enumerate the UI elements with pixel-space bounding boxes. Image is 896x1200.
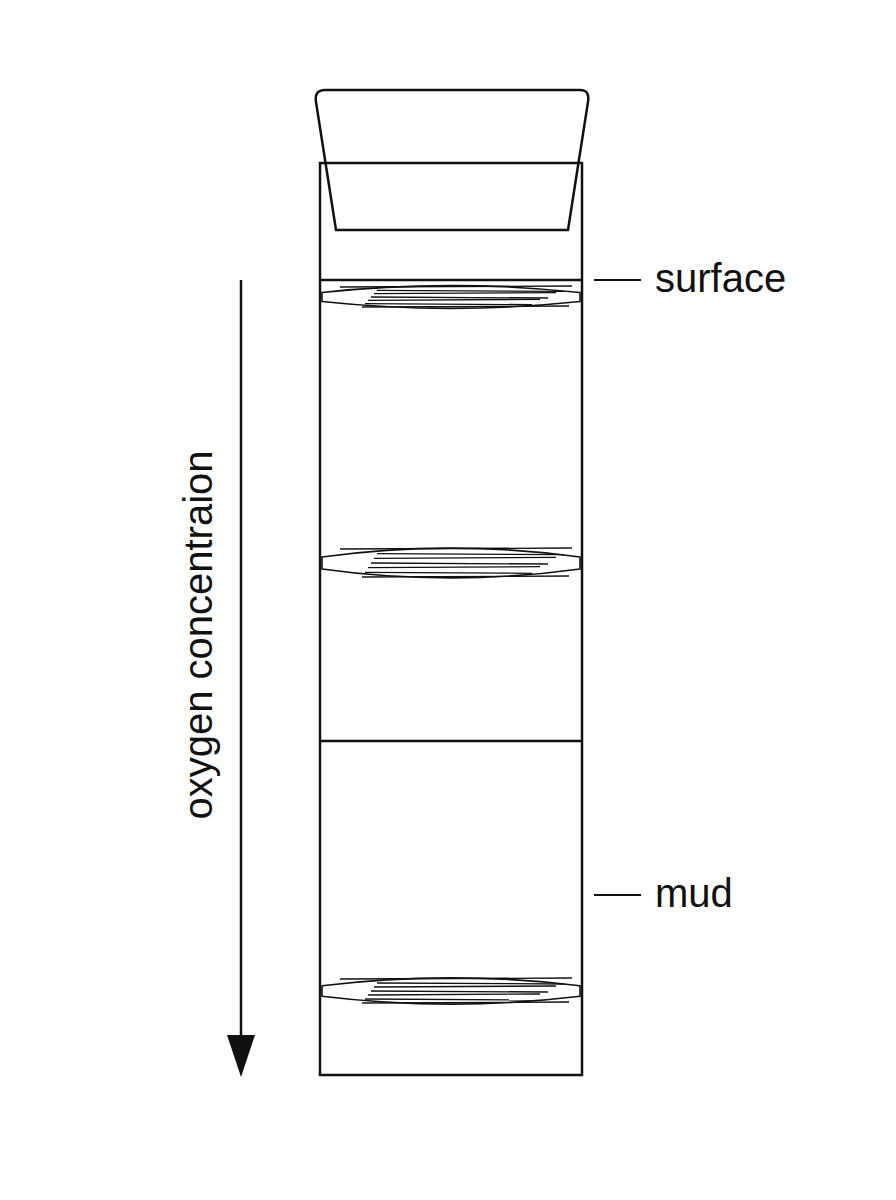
band-stroke xyxy=(374,986,556,987)
band-stroke xyxy=(365,572,532,573)
band-stroke xyxy=(374,293,556,294)
band-stroke xyxy=(362,1002,569,1003)
band-stroke xyxy=(371,297,548,298)
band-stroke xyxy=(371,563,548,564)
band-stroke xyxy=(365,999,532,1000)
band-stroke xyxy=(362,576,569,577)
arrowhead xyxy=(227,1035,255,1077)
band-stroke xyxy=(340,286,572,287)
bacteria-band xyxy=(322,978,580,1004)
band-stroke xyxy=(377,983,564,984)
mud-label: mud xyxy=(655,873,733,913)
band-stroke xyxy=(340,548,572,549)
band-stroke xyxy=(377,554,564,555)
band-stroke xyxy=(368,299,540,300)
band-stroke xyxy=(368,567,540,568)
mud-boundary-line xyxy=(320,740,582,743)
stopper xyxy=(316,90,589,230)
leader-line xyxy=(594,894,641,896)
leader-line xyxy=(594,279,641,281)
band-stroke xyxy=(371,991,548,992)
bacteria-band xyxy=(322,548,580,578)
band-stroke xyxy=(365,304,532,305)
band-stroke xyxy=(368,994,540,995)
band-stroke xyxy=(340,978,572,979)
bacteria-band xyxy=(322,286,580,309)
water-surface-line xyxy=(320,279,582,282)
axis-label: oxygen concentraion xyxy=(178,450,218,819)
band-stroke xyxy=(374,557,556,558)
band-stroke xyxy=(362,306,569,307)
surface-label: surface xyxy=(655,258,786,298)
gradient-arrow xyxy=(240,280,243,1045)
band-stroke xyxy=(377,290,564,291)
tube xyxy=(320,163,582,1075)
